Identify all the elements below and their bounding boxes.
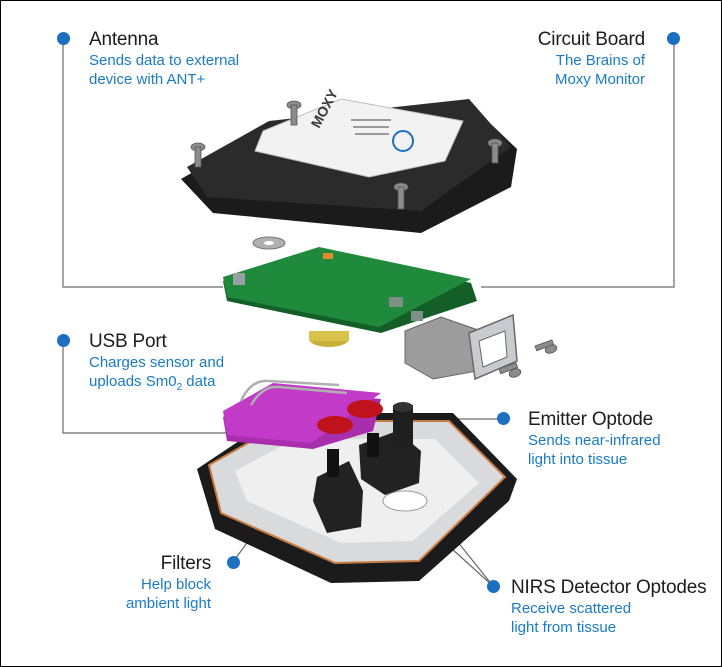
detector-optodes-marker-icon xyxy=(487,580,500,593)
screw-icon xyxy=(286,100,302,126)
usb-port-callout: USB Port Charges sensor and uploads Sm02… xyxy=(89,331,224,397)
filters-marker-icon xyxy=(227,556,240,569)
usb-port-desc-line1: Charges sensor and xyxy=(89,354,225,371)
usb-desc-subscript: 2 xyxy=(176,382,183,393)
circuit-board-callout: Circuit Board The Brains of Moxy Monitor xyxy=(538,29,645,89)
usb-port-marker-icon xyxy=(57,334,70,347)
emitter-optode-title: Emitter Optode xyxy=(528,409,653,430)
screw-icon xyxy=(534,339,558,354)
filter-lens xyxy=(317,416,353,434)
antenna-leader xyxy=(62,39,223,288)
emitter-optode-desc-line2: light into tissue xyxy=(528,451,628,468)
antenna-desc-line2: device with ANT+ xyxy=(89,71,206,88)
circuit-leader xyxy=(481,39,675,288)
screw-icon xyxy=(393,182,409,210)
circuit-board-title: Circuit Board xyxy=(537,29,645,50)
filters-title: Filters xyxy=(160,553,212,574)
top-cover: MOXY xyxy=(181,86,517,233)
circuit-board-desc-line2: Moxy Monitor xyxy=(554,71,645,88)
led-component xyxy=(323,253,333,259)
usb-port-desc-line2: uploads Sm02 data xyxy=(89,372,224,397)
antenna-chip xyxy=(233,273,245,285)
filter-lens xyxy=(347,400,383,418)
antenna-desc-line1: Sends data to external xyxy=(89,52,240,69)
usb-connector xyxy=(404,316,482,380)
power-logo-icon xyxy=(392,130,414,152)
filter-block xyxy=(223,379,383,449)
usb-desc-part-b: data xyxy=(182,373,216,390)
filters-callout: Filters Help block ambient light xyxy=(126,553,211,613)
emitter-optode xyxy=(393,405,413,449)
detector-optodes-desc-line2: light from tissue xyxy=(511,619,617,636)
detector-optodes-title: NIRS Detector Optodes xyxy=(511,577,707,598)
usb-desc-part-a: uploads Sm0 xyxy=(89,373,177,390)
filters-desc-line1: Help block xyxy=(140,576,211,593)
detector-optodes-desc-line1: Receive scattered xyxy=(511,600,632,617)
usb-leader xyxy=(62,341,226,434)
emitter-optode-desc-line1: Sends near-infrared xyxy=(528,432,661,449)
filters-desc-line2: ambient light xyxy=(125,595,211,612)
antenna-title: Antenna xyxy=(89,29,159,50)
bottom-housing xyxy=(197,402,517,583)
usb-port-title: USB Port xyxy=(89,331,167,352)
circuit-board-marker-icon xyxy=(667,32,680,45)
circuit-board xyxy=(223,247,482,380)
detector-optodes-callout: NIRS Detector Optodes Receive scattered … xyxy=(511,577,707,637)
circuit-board-desc-line1: The Brains of xyxy=(555,52,645,69)
screw-icon xyxy=(498,362,522,378)
emitter-optode-marker-icon xyxy=(497,412,510,425)
screw-icon xyxy=(190,142,206,168)
detector-optode xyxy=(313,461,363,533)
antenna-callout: Antenna Sends data to external device wi… xyxy=(89,29,239,89)
antenna-marker-icon xyxy=(57,32,70,45)
emitter-optode-callout: Emitter Optode Sends near-infrared light… xyxy=(528,409,661,469)
screw-icon xyxy=(487,138,503,164)
